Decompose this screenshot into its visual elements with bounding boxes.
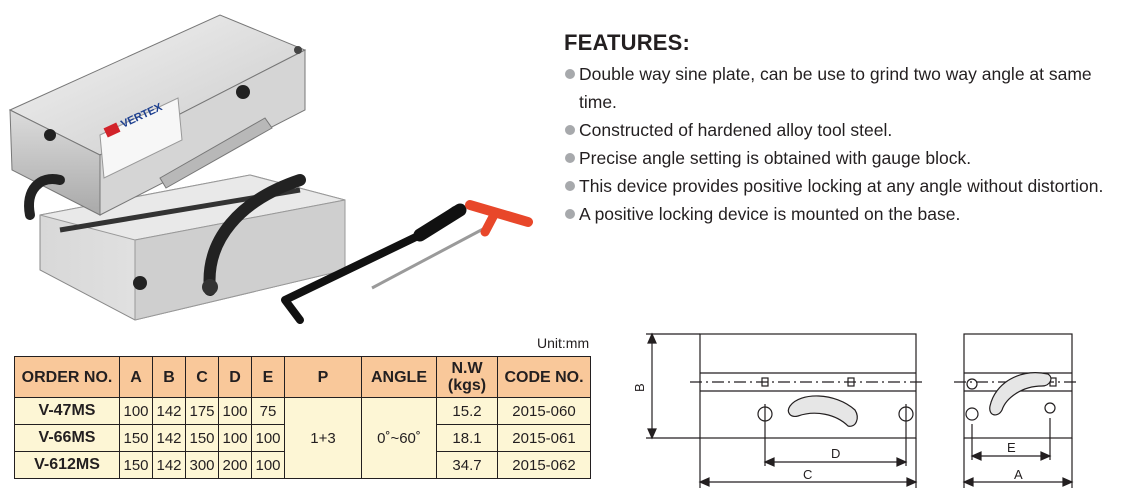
feature-item: Precise angle setting is obtained with g… [564, 144, 1134, 172]
header-c: C [185, 356, 219, 398]
cell-order-no: V-612MS [14, 451, 120, 479]
cell-b: 142 [152, 397, 186, 425]
header-e: E [251, 356, 285, 398]
cell-order-no: V-47MS [14, 397, 120, 425]
cell-c: 150 [185, 424, 219, 452]
product-photo: VERTEX [8, 14, 533, 324]
feature-item: A positive locking device is mounted on … [564, 200, 1134, 228]
table-row: V-612MS 150 142 300 200 100 34.7 2015-06… [14, 451, 591, 479]
features-heading: FEATURES: [564, 30, 691, 55]
cell-b: 142 [152, 451, 186, 479]
dimension-label-a: A [1014, 467, 1023, 482]
cell-nw: 15.2 [436, 397, 498, 425]
cell-e: 100 [251, 451, 285, 479]
cell-nw: 34.7 [436, 451, 498, 479]
cell-a: 150 [119, 424, 153, 452]
dimension-label-d: D [831, 446, 840, 461]
front-view-outline [699, 333, 917, 439]
unit-label: Unit:mm [537, 335, 590, 351]
cell-d: 200 [218, 451, 252, 479]
cell-angle: 0˚~60˚ [361, 397, 437, 479]
cell-c: 300 [185, 451, 219, 479]
side-view-outline [963, 333, 1073, 439]
cell-e: 100 [251, 424, 285, 452]
cell-c: 175 [185, 397, 219, 425]
cell-nw: 18.1 [436, 424, 498, 452]
header-nw: N.W (kgs) [436, 356, 498, 398]
header-b: B [152, 356, 186, 398]
dimension-label-c: C [803, 467, 812, 482]
table-row: V-66MS 150 142 150 100 100 18.1 2015-061 [14, 424, 591, 452]
cell-d: 100 [218, 424, 252, 452]
cell-a: 150 [119, 451, 153, 479]
cell-e: 75 [251, 397, 285, 425]
header-angle: ANGLE [361, 356, 437, 398]
header-d: D [218, 356, 252, 398]
cell-code: 2015-061 [497, 424, 591, 452]
technical-drawing: B D C E A [632, 332, 1080, 488]
cell-code: 2015-060 [497, 397, 591, 425]
brand-logo-icon [103, 122, 121, 138]
features-section: FEATURES: Double way sine plate, can be … [564, 30, 1134, 228]
features-list: Double way sine plate, can be use to gri… [564, 60, 1134, 228]
spec-table: ORDER NO. A B C D E P ANGLE N.W (kgs) CO… [14, 356, 591, 479]
header-p: P [284, 356, 362, 398]
cell-p: 1+3 [284, 397, 362, 479]
header-a: A [119, 356, 153, 398]
cell-order-no: V-66MS [14, 424, 120, 452]
dimension-label-b: B [632, 383, 647, 392]
header-order-no: ORDER NO. [14, 356, 120, 398]
cell-a: 100 [119, 397, 153, 425]
table-header-row: ORDER NO. A B C D E P ANGLE N.W (kgs) CO… [14, 356, 591, 398]
cell-code: 2015-062 [497, 451, 591, 479]
cell-d: 100 [218, 397, 252, 425]
header-code: CODE NO. [497, 356, 591, 398]
table-row: V-47MS 100 142 175 100 75 1+3 0˚~60˚ 15.… [14, 397, 591, 479]
feature-item: Constructed of hardened alloy tool steel… [564, 116, 1134, 144]
cell-b: 142 [152, 424, 186, 452]
dimension-label-e: E [1007, 440, 1016, 455]
feature-item: This device provides positive locking at… [564, 172, 1134, 200]
feature-item: Double way sine plate, can be use to gri… [564, 60, 1134, 116]
